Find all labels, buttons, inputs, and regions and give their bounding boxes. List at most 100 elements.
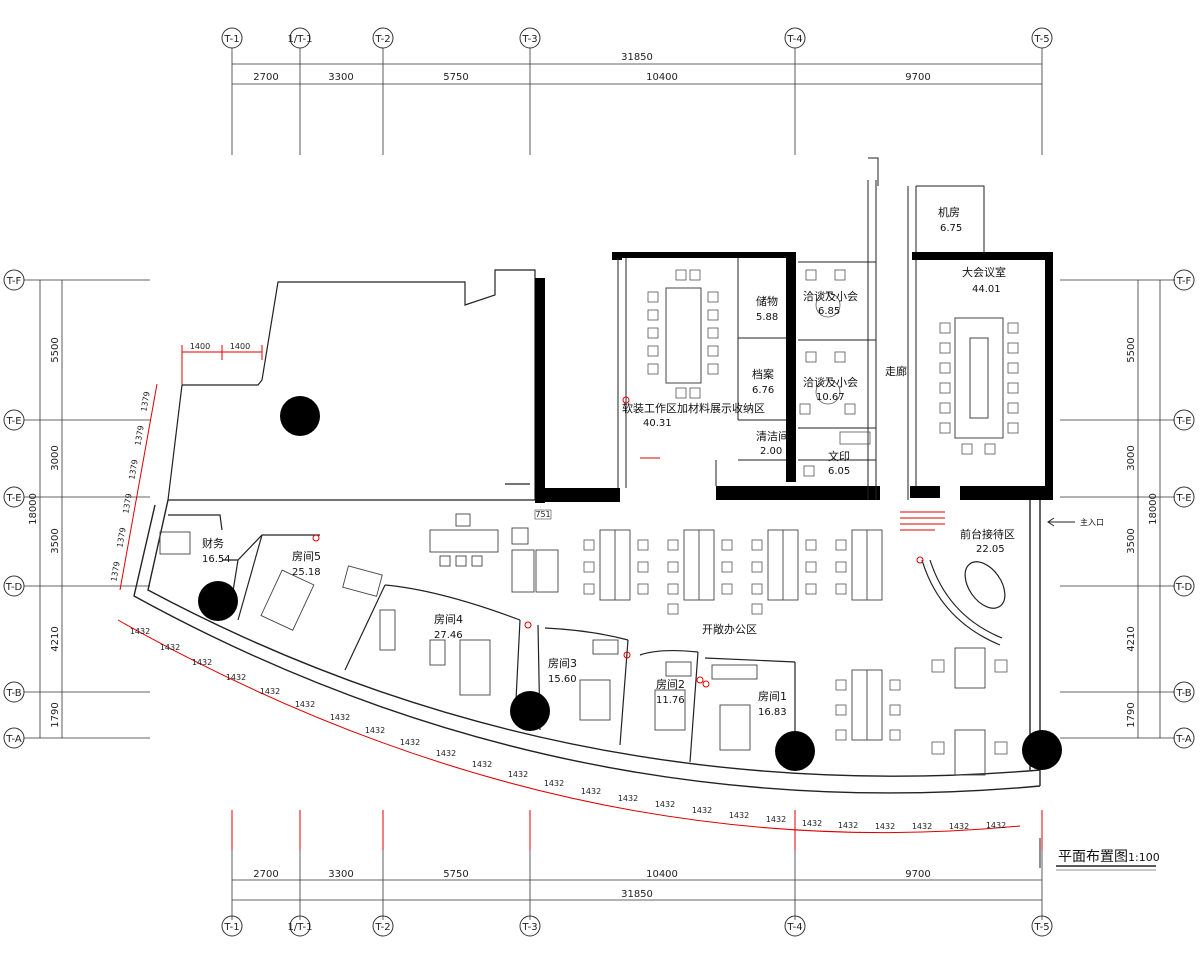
red-grid-ticks [231, 810, 1043, 850]
axis-bubble-right-e2: T-E [1173, 486, 1195, 508]
curve-red-dimension-chain [117, 619, 1021, 834]
svg-text:1432: 1432 [581, 787, 601, 796]
left-wing-outline [167, 269, 536, 501]
red-annotation-block [640, 457, 945, 531]
drawing-title: 平面布置图 1:100 [1039, 838, 1160, 871]
svg-text:T-E: T-E [5, 416, 21, 427]
svg-text:1432: 1432 [692, 806, 712, 815]
room-cleaning: 清洁间 2.00 [756, 430, 789, 457]
svg-text:1432: 1432 [160, 643, 180, 652]
svg-text:1379: 1379 [139, 391, 151, 413]
svg-text:1/T-1: 1/T-1 [288, 34, 313, 45]
svg-text:财务: 财务 [202, 536, 224, 550]
title-scale: 1:100 [1128, 851, 1160, 864]
svg-text:1432: 1432 [766, 815, 786, 824]
axis-bubble-right-e1: T-E [1173, 409, 1195, 431]
room-finance: 财务 16.54 [202, 536, 231, 565]
room-archive: 档案 6.76 [752, 367, 774, 396]
svg-text:T-B: T-B [1175, 688, 1191, 699]
svg-text:1432: 1432 [544, 779, 564, 788]
svg-text:T-3: T-3 [521, 922, 537, 933]
room-corridor: 走廊 [885, 364, 907, 378]
svg-text:5750: 5750 [443, 72, 468, 83]
svg-text:房间1: 房间1 [758, 690, 787, 703]
svg-text:3000: 3000 [50, 445, 61, 470]
svg-text:18000: 18000 [1148, 493, 1159, 525]
svg-text:1400: 1400 [190, 342, 210, 351]
left-dimension-labels: 18000 5500 3000 3500 4210 1790 [28, 337, 61, 727]
svg-text:1432: 1432 [838, 821, 858, 830]
room-4: 房间4 27.46 [434, 613, 463, 641]
svg-text:T-B: T-B [5, 688, 21, 699]
room-negotiate-b: 洽谈及小会 10.67 [803, 376, 858, 403]
axis-bubble-b2: T-2 [372, 915, 394, 937]
axis-bubble-t1: T-1 [221, 27, 243, 49]
svg-text:1432: 1432 [912, 822, 932, 831]
bottom-total-dim: 31850 [621, 889, 653, 900]
room-3: 房间3 15.60 [548, 657, 577, 685]
svg-text:T-3: T-3 [521, 34, 537, 45]
room-2: 房间2 11.76 [656, 678, 685, 706]
south-room-walls [168, 514, 796, 770]
svg-text:11.76: 11.76 [656, 695, 685, 706]
north-block-thin-walls [617, 157, 985, 500]
room-negotiate-a: 洽谈及小会 6.85 [803, 290, 858, 317]
svg-text:走廊: 走廊 [885, 364, 907, 378]
svg-text:2700: 2700 [253, 72, 278, 83]
axis-bubble-t3: T-3 [519, 27, 541, 49]
svg-text:T-4: T-4 [786, 34, 802, 45]
svg-text:1432: 1432 [655, 800, 675, 809]
south-curved-envelope [133, 499, 1041, 794]
svg-text:机房: 机房 [938, 205, 960, 219]
svg-text:16.83: 16.83 [758, 707, 787, 718]
door-width-tag [534, 509, 552, 520]
svg-text:22.05: 22.05 [976, 544, 1005, 555]
right-dimensions [1060, 279, 1175, 739]
svg-text:1790: 1790 [50, 702, 61, 727]
svg-text:10.67: 10.67 [816, 392, 845, 403]
left-dimensions [24, 279, 150, 739]
svg-text:16.54: 16.54 [202, 554, 231, 565]
svg-text:T-4: T-4 [786, 922, 802, 933]
svg-text:9700: 9700 [905, 72, 930, 83]
svg-text:1432: 1432 [436, 749, 456, 758]
svg-text:1432: 1432 [192, 658, 212, 667]
svg-text:T-2: T-2 [374, 34, 390, 45]
svg-text:T-F: T-F [1176, 276, 1192, 287]
svg-text:1432: 1432 [260, 687, 280, 696]
axis-bubble-t5: T-5 [1031, 27, 1053, 49]
svg-text:9700: 9700 [905, 869, 930, 880]
right-axis-bubbles: T-F T-E T-E T-D T-B T-A [1173, 269, 1195, 749]
axis-bubble-left-f: T-F [3, 269, 25, 291]
svg-text:6.05: 6.05 [828, 466, 850, 477]
room-soft-zone: 软装工作区加材料展示收纳区 40.31 [622, 401, 765, 429]
svg-text:3500: 3500 [1126, 528, 1137, 553]
svg-text:5.88: 5.88 [756, 312, 778, 323]
room-reception: 前台接待区 22.05 [960, 527, 1015, 555]
left-axis-bubbles: T-F T-E T-E T-D T-B T-A [3, 269, 25, 749]
svg-text:1432: 1432 [226, 673, 246, 682]
axis-bubble-right-d: T-D [1173, 575, 1195, 597]
svg-text:储物: 储物 [756, 294, 778, 308]
svg-text:1432: 1432 [618, 794, 638, 803]
svg-text:2700: 2700 [253, 869, 278, 880]
svg-text:1790: 1790 [1126, 702, 1137, 727]
entrance-label: 主入口 [1080, 517, 1104, 527]
svg-text:1379: 1379 [127, 459, 139, 481]
svg-text:6.75: 6.75 [940, 223, 962, 234]
svg-text:5750: 5750 [443, 869, 468, 880]
office-desks [159, 531, 758, 751]
open-office-chairs [583, 539, 1008, 755]
svg-text:1432: 1432 [365, 726, 385, 735]
svg-text:文印: 文印 [828, 449, 850, 463]
axis-bubble-b1t1: 1/T-1 [288, 915, 312, 937]
svg-text:房间5: 房间5 [292, 550, 321, 563]
svg-text:T-1: T-1 [223, 34, 239, 45]
meeting-room-table [954, 317, 1004, 439]
svg-text:1379: 1379 [133, 425, 145, 447]
svg-text:T-2: T-2 [374, 922, 390, 933]
svg-text:房间3: 房间3 [548, 657, 577, 670]
room-5: 房间5 25.18 [292, 550, 321, 578]
svg-text:T-5: T-5 [1033, 922, 1049, 933]
